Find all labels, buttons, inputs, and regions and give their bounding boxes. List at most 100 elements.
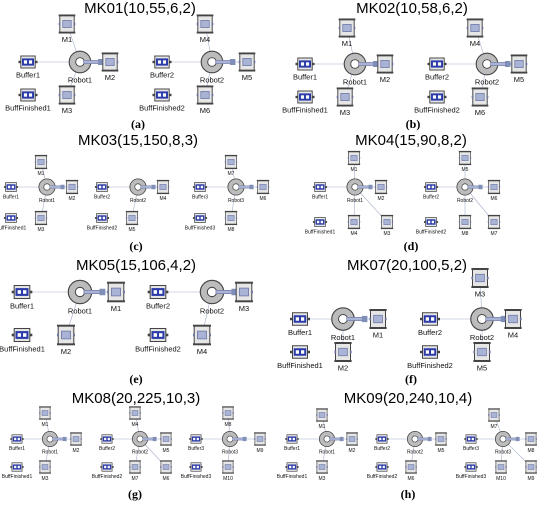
robot-node[interactable]: Robot2: [456, 178, 483, 204]
machine-node[interactable]: M7: [487, 214, 501, 237]
machine-node[interactable]: M2: [346, 432, 358, 454]
machine-node[interactable]: M6: [196, 85, 214, 115]
buffer-node[interactable]: Buffer1: [312, 182, 328, 201]
buffer-node[interactable]: BuffFinished1: [0, 213, 26, 232]
buffer-node[interactable]: BuffFinished2: [92, 462, 123, 480]
robot-node[interactable]: Robot2: [406, 430, 432, 456]
buffer-node[interactable]: BuffFinished2: [135, 327, 181, 354]
machine-node[interactable]: M3: [471, 268, 489, 299]
machine-node[interactable]: M2: [65, 179, 79, 202]
buffer-node[interactable]: BuffFinished2: [139, 88, 185, 113]
machine-node[interactable]: M5: [238, 52, 256, 82]
buffer-node[interactable]: BuffFinished1: [277, 462, 308, 480]
buffer-node[interactable]: BuffFinished3: [456, 462, 487, 480]
buffer-node[interactable]: BuffFinished1: [282, 90, 328, 115]
machine-node[interactable]: M10: [495, 460, 507, 482]
robot-node[interactable]: Robot2: [199, 279, 238, 316]
robot-node[interactable]: Robot2: [470, 307, 507, 342]
machine-node[interactable]: M4: [196, 14, 214, 44]
buffer-node[interactable]: Buffer2: [146, 284, 170, 311]
buffer-node[interactable]: Buffer3: [188, 434, 204, 452]
buffer-node[interactable]: Buffer1: [3, 182, 19, 201]
machine-node[interactable]: M9: [525, 460, 537, 482]
robot-node[interactable]: Robot2: [131, 430, 157, 456]
machine-node[interactable]: M8: [525, 432, 537, 454]
buffer-node[interactable]: Buffer3: [192, 182, 208, 201]
buffer-node[interactable]: Buffer2: [374, 434, 390, 452]
buffer-node[interactable]: BuffFinished1: [5, 88, 51, 113]
buffer-node[interactable]: Buffer2: [99, 434, 115, 452]
machine-node[interactable]: M5: [160, 432, 172, 454]
buffer-node[interactable]: Buffer1: [9, 434, 25, 452]
machine-node[interactable]: M8: [224, 210, 238, 233]
machine-node[interactable]: M3: [58, 85, 76, 115]
machine-node[interactable]: M2: [101, 52, 119, 82]
machine-node[interactable]: M2: [70, 432, 82, 454]
machine-node[interactable]: M1: [369, 309, 387, 340]
machine-node[interactable]: M4: [466, 18, 484, 48]
machine-node[interactable]: M1: [338, 18, 356, 48]
machine-node[interactable]: M3: [34, 210, 48, 233]
machine-node[interactable]: M6: [487, 179, 501, 202]
robot-node[interactable]: Robot1: [41, 430, 67, 456]
machine-node[interactable]: M3: [39, 460, 51, 482]
robot-node[interactable]: Robot1: [346, 178, 373, 204]
machine-node[interactable]: M6: [160, 460, 172, 482]
machine-node[interactable]: M5: [125, 210, 139, 233]
robot-node[interactable]: Robot1: [67, 279, 106, 316]
machine-node[interactable]: M1: [106, 281, 126, 313]
machine-node[interactable]: M5: [458, 150, 472, 173]
buffer-node[interactable]: Buffer1: [293, 57, 317, 82]
robot-node[interactable]: Robot2: [200, 50, 236, 85]
machine-node[interactable]: M1: [347, 150, 361, 173]
machine-node[interactable]: M4: [192, 324, 212, 356]
buffer-node[interactable]: Buffer2: [425, 57, 449, 82]
machine-node[interactable]: M9: [254, 432, 266, 454]
machine-node[interactable]: M1: [39, 406, 51, 428]
machine-node[interactable]: M5: [473, 342, 491, 373]
machine-node[interactable]: M7: [224, 154, 238, 177]
buffer-node[interactable]: BuffFinished2: [367, 462, 398, 480]
machine-node[interactable]: M8: [222, 406, 234, 428]
buffer-node[interactable]: Buffer2: [94, 182, 110, 201]
buffer-node[interactable]: BuffFinished2: [416, 217, 447, 236]
machine-node[interactable]: M1: [316, 408, 328, 430]
machine-node[interactable]: M3: [380, 214, 394, 237]
machine-node[interactable]: M6: [405, 460, 417, 482]
machine-node[interactable]: M3: [336, 87, 354, 117]
buffer-node[interactable]: BuffFinished3: [181, 462, 212, 480]
machine-node[interactable]: M1: [58, 14, 76, 44]
machine-node[interactable]: M1: [34, 154, 48, 177]
robot-node[interactable]: Robot2: [129, 178, 156, 204]
robot-node[interactable]: Robot3: [227, 178, 254, 204]
robot-node[interactable]: Robot1: [68, 50, 104, 85]
machine-node[interactable]: M2: [376, 54, 394, 84]
buffer-node[interactable]: BuffFinished3: [185, 213, 216, 232]
machine-node[interactable]: M2: [334, 342, 352, 373]
buffer-node[interactable]: Buffer1: [288, 312, 312, 337]
buffer-node[interactable]: Buffer1: [284, 434, 300, 452]
machine-node[interactable]: M8: [458, 214, 472, 237]
robot-node[interactable]: Robot2: [475, 52, 511, 87]
buffer-node[interactable]: BuffFinished2: [407, 345, 453, 370]
machine-node[interactable]: M4: [504, 309, 522, 340]
buffer-node[interactable]: BuffFinished1: [277, 345, 323, 370]
buffer-node[interactable]: BuffFinished2: [87, 213, 118, 232]
robot-node[interactable]: Robot1: [331, 307, 368, 342]
buffer-node[interactable]: Buffer2: [418, 312, 442, 337]
machine-node[interactable]: M4: [156, 179, 170, 202]
machine-node[interactable]: M4: [129, 406, 141, 428]
robot-node[interactable]: Robot3: [221, 430, 247, 456]
machine-node[interactable]: M6: [471, 87, 489, 117]
machine-node[interactable]: M10: [222, 460, 234, 482]
buffer-node[interactable]: Buffer2: [423, 182, 439, 201]
machine-node[interactable]: M6: [256, 179, 270, 202]
buffer-node[interactable]: Buffer1: [16, 55, 40, 80]
machine-node[interactable]: M7: [488, 408, 500, 430]
machine-node[interactable]: M2: [374, 179, 388, 202]
machine-node[interactable]: M3: [234, 281, 254, 313]
robot-node[interactable]: Robot1: [343, 52, 379, 87]
buffer-node[interactable]: BuffFinished1: [305, 217, 336, 236]
robot-node[interactable]: Robot3: [494, 430, 520, 456]
machine-node[interactable]: M5: [435, 432, 447, 454]
